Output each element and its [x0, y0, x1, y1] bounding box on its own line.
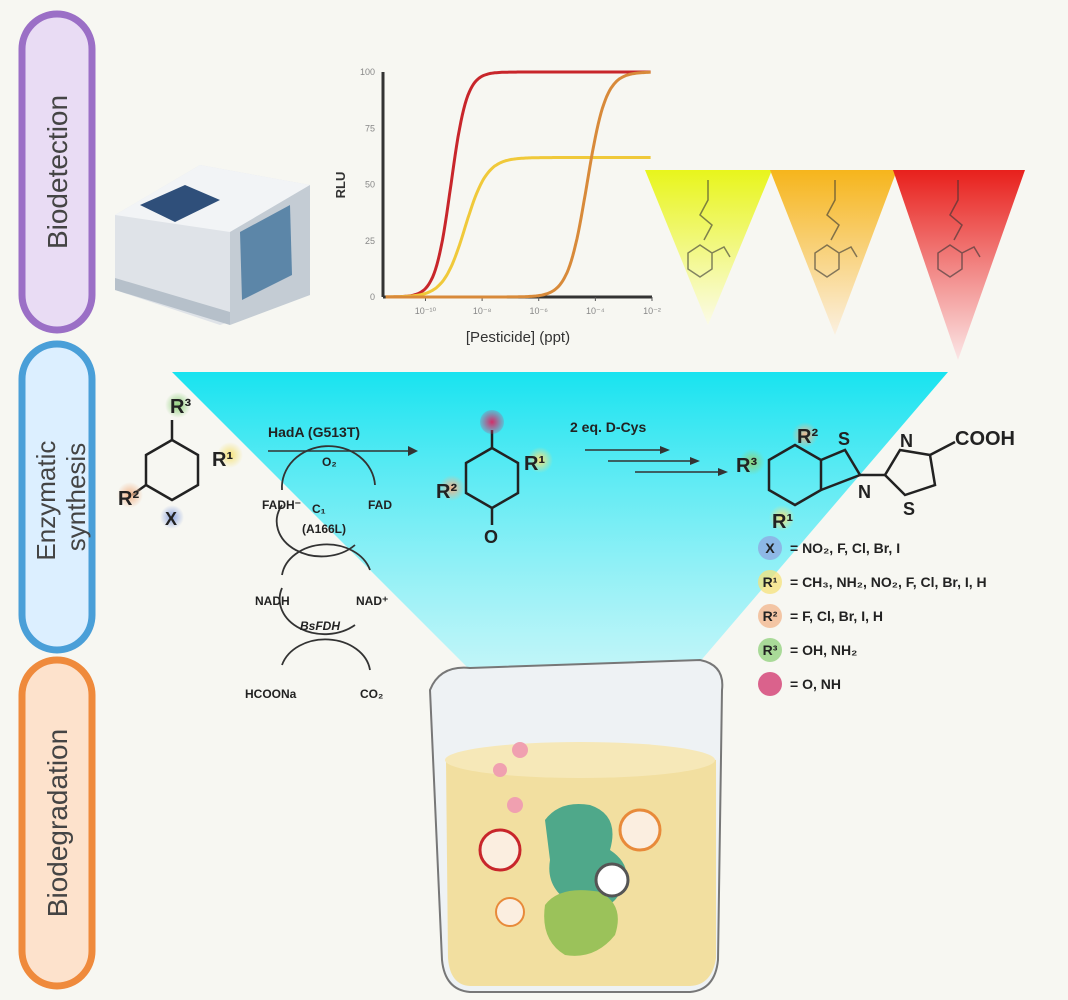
- red-emission-triangle: [893, 170, 1025, 360]
- step2-label: 2 eq. D-Cys: [570, 419, 646, 435]
- r3-label: R³: [736, 455, 757, 477]
- section-label: Biodetection: [42, 95, 73, 249]
- luciferin-product-structure: [767, 440, 956, 507]
- substrate-structure: [131, 420, 200, 502]
- orange-emission-triangle: [770, 170, 897, 335]
- sulfur-label: S: [903, 499, 915, 519]
- section-label: Enzymatic synthesis: [31, 433, 91, 560]
- series-line-orange: [385, 70, 651, 299]
- nitrogen-label: N: [900, 431, 913, 451]
- x-tick-label: 10⁻⁴: [586, 306, 605, 316]
- legend-text: = NO₂, F, Cl, Br, I: [790, 540, 900, 556]
- oxygen-label: O: [484, 527, 498, 547]
- series-line-yellow: [385, 156, 651, 299]
- hcoona-label: HCOONa: [245, 687, 297, 701]
- variable-group-marker: [480, 410, 504, 434]
- luciferin-glow-triangles: [645, 170, 1025, 360]
- legend-symbol: R²: [763, 608, 778, 624]
- sulfur-label: S: [838, 429, 850, 449]
- nad-label: NAD⁺: [356, 594, 388, 608]
- cooh-label: COOH: [955, 428, 1015, 450]
- section-label-line1: Enzymatic: [31, 441, 61, 561]
- legend-text: = F, Cl, Br, I, H: [790, 608, 883, 624]
- substituent-legend: X = NO₂, F, Cl, Br, I R¹ = CH₃, NH₂, NO₂, F…: [758, 536, 987, 696]
- x-tick-label: 10⁻⁸: [473, 306, 492, 316]
- legend-swatch: [758, 672, 782, 696]
- section-biodetection: Biodetection: [18, 10, 96, 334]
- nitrogen-label: N: [858, 482, 871, 502]
- r2-label: R²: [797, 426, 818, 448]
- x-axis-label: [Pesticide] (ppt): [466, 329, 570, 346]
- bsfdh-label: BsFDH: [300, 619, 340, 633]
- legend-swatch: [758, 536, 782, 560]
- section-biodegradation: Biodegradation: [18, 656, 96, 990]
- y-tick-label: 75: [365, 123, 375, 133]
- x-tick-label: 10⁻²: [643, 306, 661, 316]
- y-tick-label: 0: [370, 292, 375, 302]
- legend-symbol: R¹: [763, 574, 778, 590]
- fadh-label: FADH⁻: [262, 498, 301, 512]
- legend-swatch: [758, 570, 782, 594]
- legend-symbol: R³: [763, 642, 778, 658]
- legend-item: R² = F, Cl, Br, I, H: [758, 604, 883, 628]
- series-line-red: [385, 70, 651, 299]
- y-tick-label: 100: [360, 67, 375, 77]
- y-tick-label: 25: [365, 236, 375, 246]
- r3-label: R³: [170, 396, 191, 418]
- section-label-line2: synthesis: [61, 443, 91, 551]
- y-tick-label: 50: [365, 180, 375, 190]
- yellow-emission-triangle: [645, 170, 772, 325]
- nadh-label: NADH: [255, 594, 290, 608]
- co2-label: CO₂: [360, 687, 383, 701]
- beaker-illustration: [428, 658, 724, 993]
- fad-label: FAD: [368, 498, 392, 512]
- dose-response-chart: 0 25 50 75 100 10⁻¹⁰ 10⁻⁸ 10⁻⁶ 10⁻⁴ 10⁻² RLU [Pes…: [333, 67, 661, 346]
- multistep-arrows: [585, 449, 718, 473]
- enzyme-hada-label: HadA (G513T): [268, 424, 360, 440]
- cofactor-cycles: [275, 445, 376, 671]
- c1-label: C₁: [312, 502, 326, 516]
- x-label: X: [165, 509, 177, 529]
- legend-symbol: X: [765, 540, 775, 556]
- legend-text: = CH₃, NH₂, NO₂, F, Cl, Br, I, H: [790, 574, 987, 590]
- light-cone: [172, 372, 948, 790]
- section-enzymatic-synthesis: Enzymatic synthesis: [18, 340, 96, 654]
- section-label: Biodegradation: [42, 729, 73, 917]
- x-tick-label: 10⁻¹⁰: [415, 306, 437, 316]
- legend-text: = OH, NH₂: [790, 642, 857, 658]
- r1-label: R¹: [212, 449, 233, 471]
- o2-label: O₂: [322, 455, 337, 469]
- legend-item: X = NO₂, F, Cl, Br, I: [758, 536, 900, 560]
- legend-item: = O, NH: [758, 672, 841, 696]
- legend-item: R³ = OH, NH₂: [758, 638, 857, 662]
- spectrophotometer-illustration: [115, 165, 310, 325]
- r1-label: R¹: [524, 453, 545, 475]
- legend-item: R¹ = CH₃, NH₂, NO₂, F, Cl, Br, I, H: [758, 570, 987, 594]
- x-tick-label: 10⁻⁶: [530, 306, 549, 316]
- r2-label: R²: [118, 488, 139, 510]
- legend-swatch: [758, 638, 782, 662]
- c1-mutation-label: (A166L): [302, 522, 346, 536]
- legend-text: = O, NH: [790, 676, 841, 692]
- r2-label: R²: [436, 481, 457, 503]
- y-axis-label: RLU: [333, 172, 348, 199]
- r1-label: R¹: [772, 511, 793, 533]
- legend-swatch: [758, 604, 782, 628]
